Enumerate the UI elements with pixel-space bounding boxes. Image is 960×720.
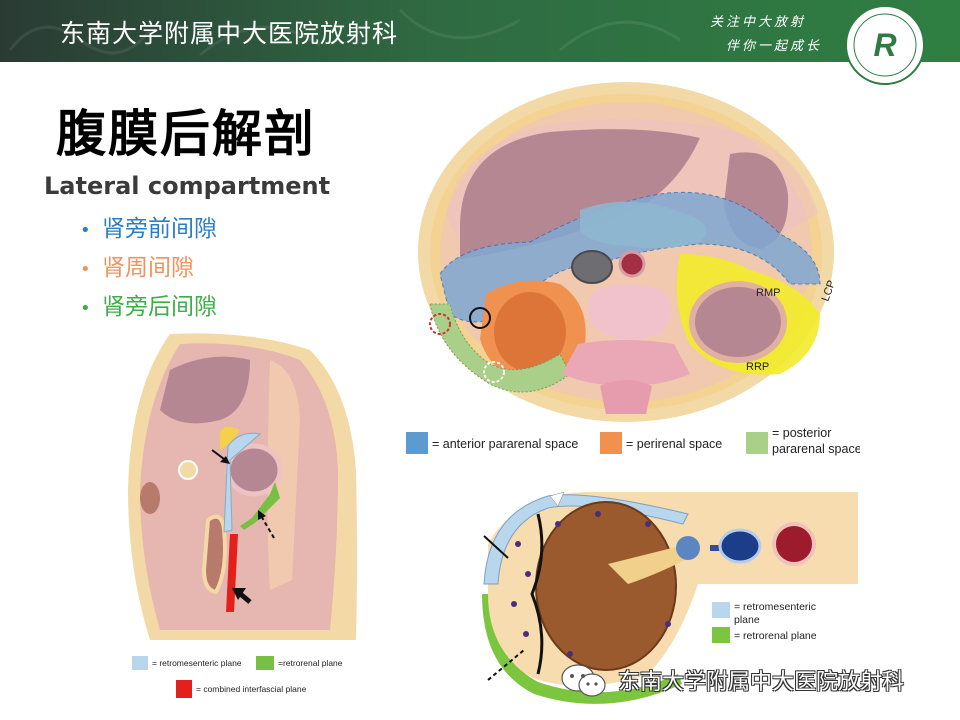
slide-title: 腹膜后解剖 bbox=[56, 94, 316, 166]
legend-posterior-line2: pararenal space bbox=[772, 442, 860, 456]
legend-kidney-retrorenal: = retrorenal plane bbox=[734, 630, 817, 642]
bullet-text: 肾周间隙 bbox=[102, 255, 194, 281]
legend-retrorenal: =retrorenal plane bbox=[278, 658, 343, 668]
watermark-text: 东南大学附属中大医院放射科 bbox=[618, 664, 904, 696]
legend-retromesenteric: = retromesenteric plane bbox=[152, 658, 242, 668]
bullet-item: •肾旁后间隙 bbox=[80, 290, 217, 329]
axial-anatomy-figure: RMP LCP RRP = anterior pararenal space =… bbox=[400, 74, 860, 464]
legend-swatch-posterior bbox=[746, 432, 768, 454]
aorta-shape bbox=[620, 252, 644, 276]
header-banner: 东南大学附属中大医院放射科 关注中大放射 伴你一起成长 bbox=[0, 0, 960, 62]
kidney-body bbox=[536, 502, 676, 670]
slogan-line-2: 伴你一起成长 bbox=[726, 35, 822, 54]
legend-swatch-retrorenal bbox=[256, 656, 274, 670]
legend-perirenal: = perirenal space bbox=[626, 437, 722, 451]
legend-swatch-kidney-retromesenteric bbox=[712, 602, 730, 618]
bullet-dot-icon: • bbox=[80, 253, 102, 287]
legend-swatch-kidney-retrorenal bbox=[712, 627, 730, 643]
label-rrp: RRP bbox=[746, 361, 769, 373]
legend-swatch-anterior bbox=[406, 432, 428, 454]
bullet-text: 肾旁前间隙 bbox=[102, 216, 217, 242]
organization-name: 东南大学附属中大医院放射科 bbox=[60, 14, 398, 50]
legend-swatch-perirenal bbox=[600, 432, 622, 454]
slide-subtitle: Lateral compartment bbox=[44, 172, 330, 200]
wechat-icon bbox=[556, 660, 612, 700]
bullet-dot-icon: • bbox=[80, 292, 102, 326]
legend-swatch-retromesenteric bbox=[132, 656, 148, 670]
legend-posterior-line1: = posterior bbox=[772, 426, 831, 440]
legend-kidney-retromesenteric-line2: plane bbox=[734, 614, 760, 626]
legend-anterior-pararenal: = anterior pararenal space bbox=[432, 437, 578, 451]
ivc-shape bbox=[572, 251, 612, 283]
slogan-line-1: 关注中大放射 bbox=[710, 11, 806, 30]
legend-combined-interfascial: = combined interfascial plane bbox=[196, 684, 307, 694]
label-rmp: RMP bbox=[756, 287, 780, 299]
sagittal-anatomy-figure: = retromesenteric plane =retrorenal plan… bbox=[120, 330, 370, 710]
bullet-dot-icon: • bbox=[80, 214, 102, 248]
bullet-text: 肾旁后间隙 bbox=[102, 294, 217, 320]
bullet-list: •肾旁前间隙 •肾周间隙 •肾旁后间隙 bbox=[80, 212, 217, 329]
legend-kidney-retromesenteric-line1: = retromesenteric bbox=[734, 601, 816, 613]
bullet-item: •肾周间隙 bbox=[80, 251, 217, 290]
bullet-item: •肾旁前间隙 bbox=[80, 212, 217, 251]
logo-letter: R bbox=[873, 27, 896, 63]
legend-swatch-combined bbox=[176, 680, 192, 698]
